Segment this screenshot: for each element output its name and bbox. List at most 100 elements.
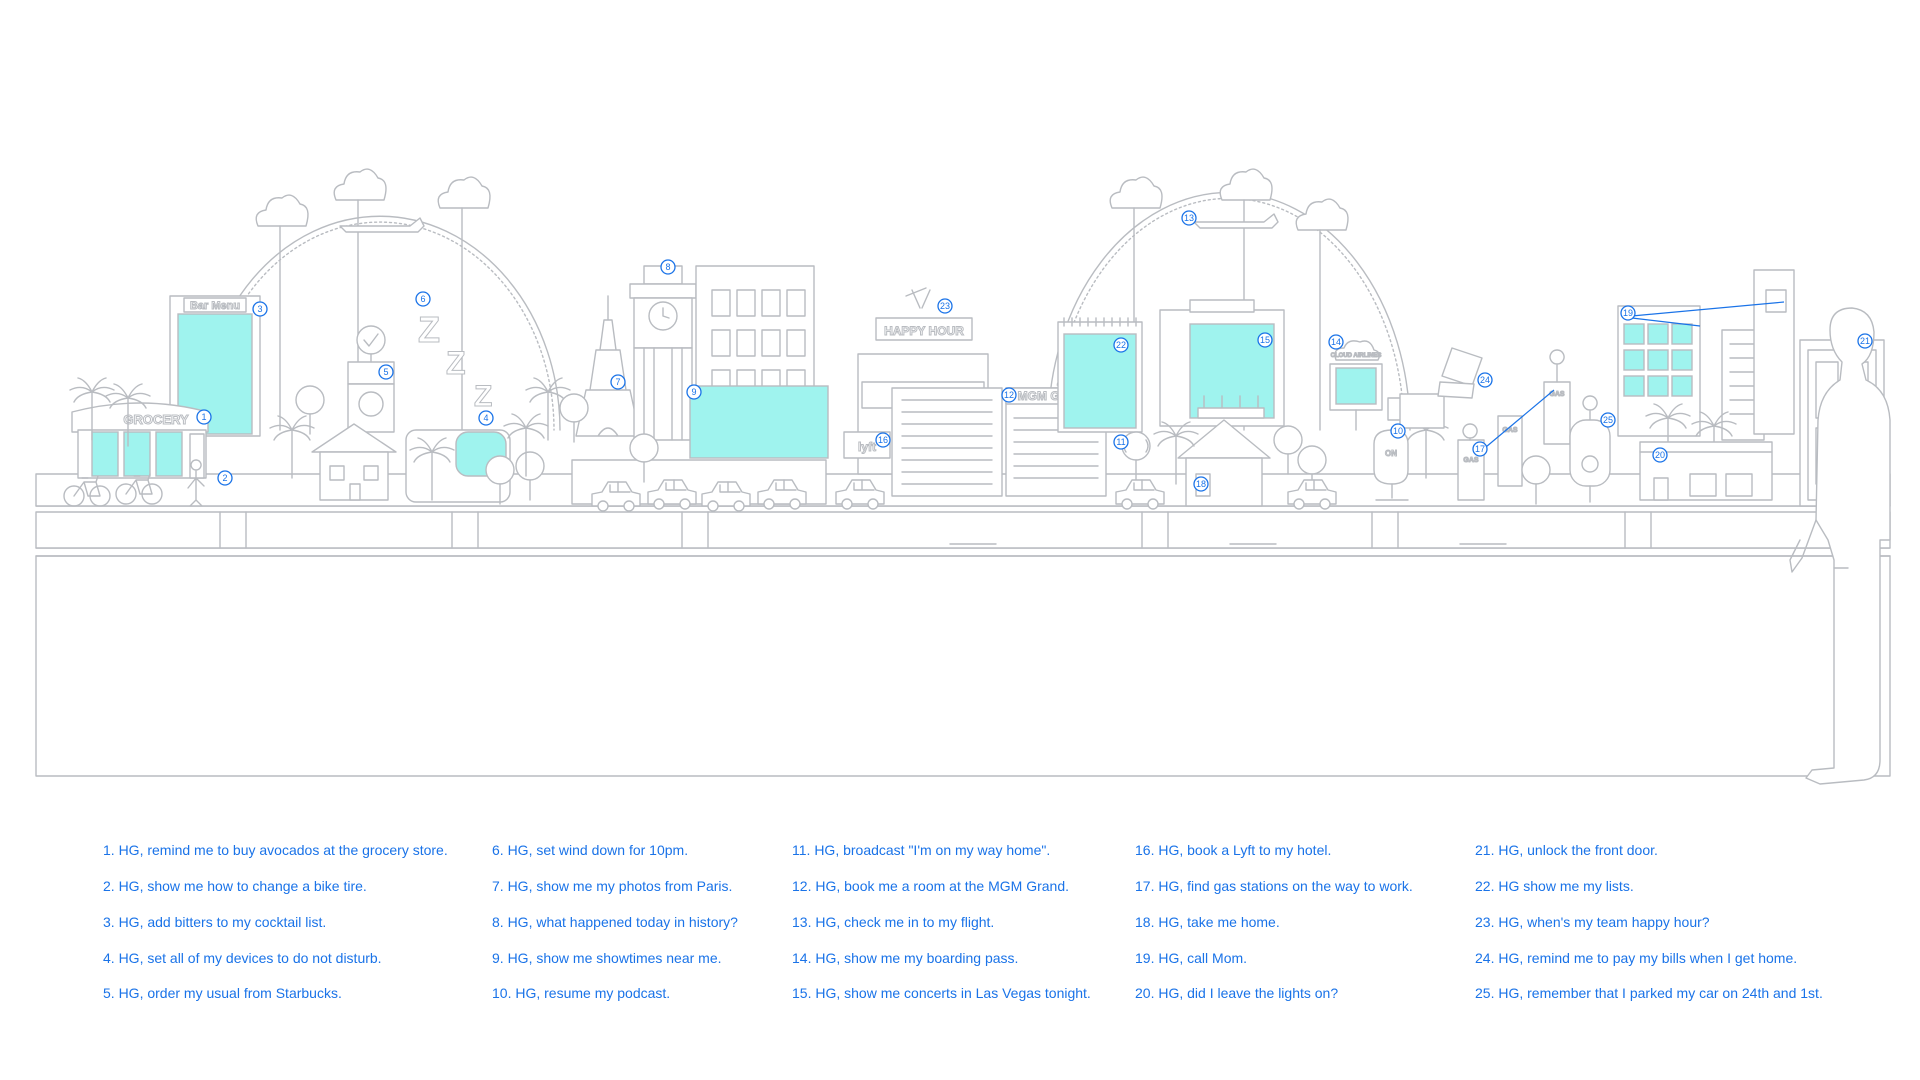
command-16[interactable]: 16. HG, book a Lyft to my hotel. [1135, 842, 1332, 858]
airplane-2-icon [1193, 213, 1279, 229]
command-8[interactable]: 8. HG, what happened today in history? [492, 914, 738, 930]
grocery-store: Bar Menu GROCERY [71, 295, 261, 479]
svg-text:7: 7 [615, 377, 620, 387]
badge-8[interactable]: 8 [660, 259, 676, 275]
badge-3[interactable]: 3 [252, 301, 268, 317]
badge-12[interactable]: 12 [1001, 387, 1017, 403]
command-25[interactable]: 25. HG, remember that I parked my car on… [1475, 985, 1823, 1001]
svg-text:18: 18 [1196, 479, 1206, 489]
bills-stack [1399, 347, 1483, 429]
toast-glasses-icon [905, 287, 931, 309]
badge-10[interactable]: 10 [1390, 423, 1406, 439]
badge-5[interactable]: 5 [378, 364, 394, 380]
command-23[interactable]: 23. HG, when's my team happy hour? [1475, 914, 1710, 930]
command-6[interactable]: 6. HG, set wind down for 10pm. [492, 842, 689, 858]
gas-pumps: GAS GAS GAS [1457, 349, 1598, 505]
badge-9[interactable]: 9 [686, 384, 702, 400]
zzz-letter-3: Z [474, 380, 492, 413]
gas-connector [1479, 389, 1555, 453]
zzz-letter-1: Z [418, 309, 440, 350]
badge-19[interactable]: 19 [1620, 305, 1636, 321]
svg-text:4: 4 [483, 413, 488, 423]
location-pin-icon-3 [1582, 395, 1598, 421]
check-icon [363, 333, 379, 347]
badge-22[interactable]: 22 [1113, 337, 1129, 353]
command-4[interactable]: 4. HG, set all of my devices to do not d… [103, 950, 382, 966]
command-20[interactable]: 20. HG, did I leave the lights on? [1135, 985, 1339, 1001]
badge-6[interactable]: 6 [415, 291, 431, 307]
lyft-sign: lyft [858, 440, 876, 454]
command-24[interactable]: 24. HG, remind me to pay my bills when I… [1475, 950, 1798, 966]
command-7[interactable]: 7. HG, show me my photos from Paris. [492, 878, 733, 894]
happy-hour-sign: HAPPY HOUR [884, 324, 964, 338]
svg-text:24: 24 [1480, 375, 1490, 385]
badge-15[interactable]: 15 [1257, 332, 1273, 348]
location-pin-icon [1462, 423, 1478, 441]
command-3[interactable]: 3. HG, add bitters to my cocktail list. [103, 914, 327, 930]
badge-24[interactable]: 24 [1477, 372, 1493, 388]
command-22[interactable]: 22. HG show me my lists. [1475, 878, 1634, 894]
phone-building [1617, 269, 1795, 475]
badge-4[interactable]: 4 [478, 410, 494, 426]
command-2[interactable]: 2. HG, show me how to change a bike tire… [103, 878, 367, 894]
cloud-airlines-kiosk: CLOUD AIRLINES [1329, 340, 1383, 431]
svg-text:16: 16 [878, 435, 888, 445]
svg-text:25: 25 [1603, 415, 1613, 425]
svg-text:5: 5 [383, 367, 388, 377]
badge-18[interactable]: 18 [1193, 476, 1209, 492]
badge-25[interactable]: 25 [1600, 412, 1616, 428]
concert-venue [1159, 299, 1285, 427]
grocery-sign: GROCERY [123, 412, 189, 427]
badge-21[interactable]: 21 [1857, 333, 1873, 349]
zzz-sleep: Z Z Z [405, 309, 571, 505]
command-19[interactable]: 19. HG, call Mom. [1135, 950, 1248, 966]
badge-1[interactable]: 1 [196, 409, 212, 425]
svg-text:21: 21 [1860, 336, 1870, 346]
street-cars-left [571, 433, 827, 512]
svg-text:13: 13 [1184, 213, 1194, 223]
zzz-letter-2: Z [446, 345, 466, 381]
broadcast-stand [1115, 431, 1165, 510]
svg-text:19: 19 [1623, 308, 1633, 318]
notepad-lists [1057, 317, 1143, 433]
svg-text:22: 22 [1116, 340, 1126, 350]
left-props [63, 377, 325, 507]
gas-sign-3: GAS [1549, 391, 1565, 398]
person-silhouette [1789, 307, 1891, 785]
command-15[interactable]: 15. HG, show me concerts in Las Vegas to… [792, 985, 1091, 1001]
badge-17[interactable]: 17 [1472, 441, 1488, 457]
display-table [35, 473, 1891, 777]
eiffel-tower [559, 295, 641, 443]
command-18[interactable]: 18. HG, take me home. [1135, 914, 1280, 930]
badge-16[interactable]: 16 [875, 432, 891, 448]
badge-20[interactable]: 20 [1652, 447, 1668, 463]
svg-text:9: 9 [691, 387, 696, 397]
svg-text:23: 23 [940, 301, 950, 311]
svg-text:8: 8 [665, 262, 670, 272]
coffee-shop [347, 325, 395, 433]
badge-23[interactable]: 23 [937, 298, 953, 314]
command-13[interactable]: 13. HG, check me in to my flight. [792, 914, 995, 930]
svg-text:2: 2 [222, 473, 227, 483]
gas-sign-1: GAS [1463, 457, 1479, 464]
cloud-airlines-sign: CLOUD AIRLINES [1331, 353, 1382, 359]
badge-7[interactable]: 7 [610, 374, 626, 390]
bar-menu-sign: Bar Menu [190, 300, 240, 312]
command-17[interactable]: 17. HG, find gas stations on the way to … [1135, 878, 1413, 894]
command-12[interactable]: 12. HG, book me a room at the MGM Grand. [792, 878, 1069, 894]
gas-sign-2: GAS [1502, 427, 1518, 434]
command-9[interactable]: 9. HG, show me showtimes near me. [492, 950, 722, 966]
badge-2[interactable]: 2 [217, 470, 233, 486]
command-10[interactable]: 10. HG, resume my podcast. [492, 985, 671, 1001]
badge-11[interactable]: 11 [1113, 434, 1129, 450]
on-air-sign: ON [1385, 449, 1397, 458]
parking-meter [1569, 419, 1611, 503]
badge-14[interactable]: 14 [1328, 334, 1344, 350]
command-14[interactable]: 14. HG, show me my boarding pass. [792, 950, 1019, 966]
badge-13[interactable]: 13 [1181, 210, 1197, 226]
command-1[interactable]: 1. HG, remind me to buy avocados at the … [103, 842, 448, 858]
command-21[interactable]: 21. HG, unlock the front door. [1475, 842, 1658, 858]
svg-text:10: 10 [1393, 426, 1403, 436]
command-5[interactable]: 5. HG, order my usual from Starbucks. [103, 985, 342, 1001]
command-11[interactable]: 11. HG, broadcast "I'm on my way home". [792, 842, 1051, 858]
